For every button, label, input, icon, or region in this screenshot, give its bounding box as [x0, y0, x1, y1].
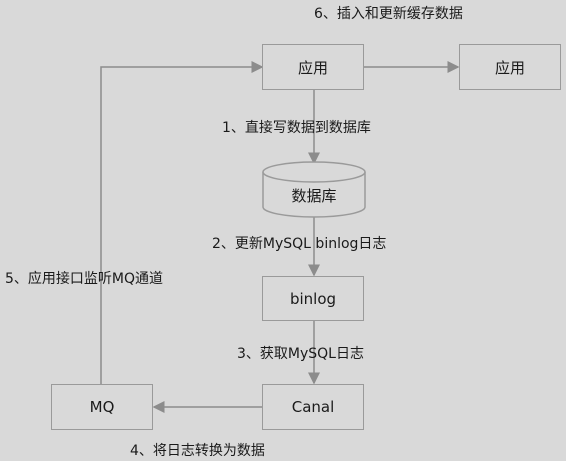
app-node-other[interactable]: 应用: [459, 44, 561, 90]
mq-node[interactable]: MQ: [51, 384, 153, 430]
database-label: 数据库: [291, 187, 337, 205]
binlog-node[interactable]: binlog: [262, 276, 364, 321]
app-node-main[interactable]: 应用: [262, 44, 364, 90]
step-2-label: 2、更新MySQL binlog日志: [212, 236, 387, 252]
app-node-other-label: 应用: [494, 58, 525, 77]
step-4-label: 4、将日志转换为数据: [130, 443, 265, 459]
database-cylinder: [262, 161, 366, 218]
canal-node[interactable]: Canal: [262, 384, 364, 430]
mq-node-label: MQ: [89, 398, 115, 416]
edge-mq-to-app: [100, 61, 264, 384]
step-1-label: 1、直接写数据到数据库: [222, 120, 371, 136]
binlog-node-label: binlog: [289, 289, 337, 308]
step-6-label: 6、插入和更新缓存数据: [314, 6, 463, 22]
step-5-label: 5、应用接口监听MQ通道: [5, 271, 164, 287]
canal-node-label: Canal: [291, 398, 335, 416]
app-node-main-label: 应用: [297, 58, 328, 77]
step-3-label: 3、获取MySQL日志: [237, 346, 364, 362]
